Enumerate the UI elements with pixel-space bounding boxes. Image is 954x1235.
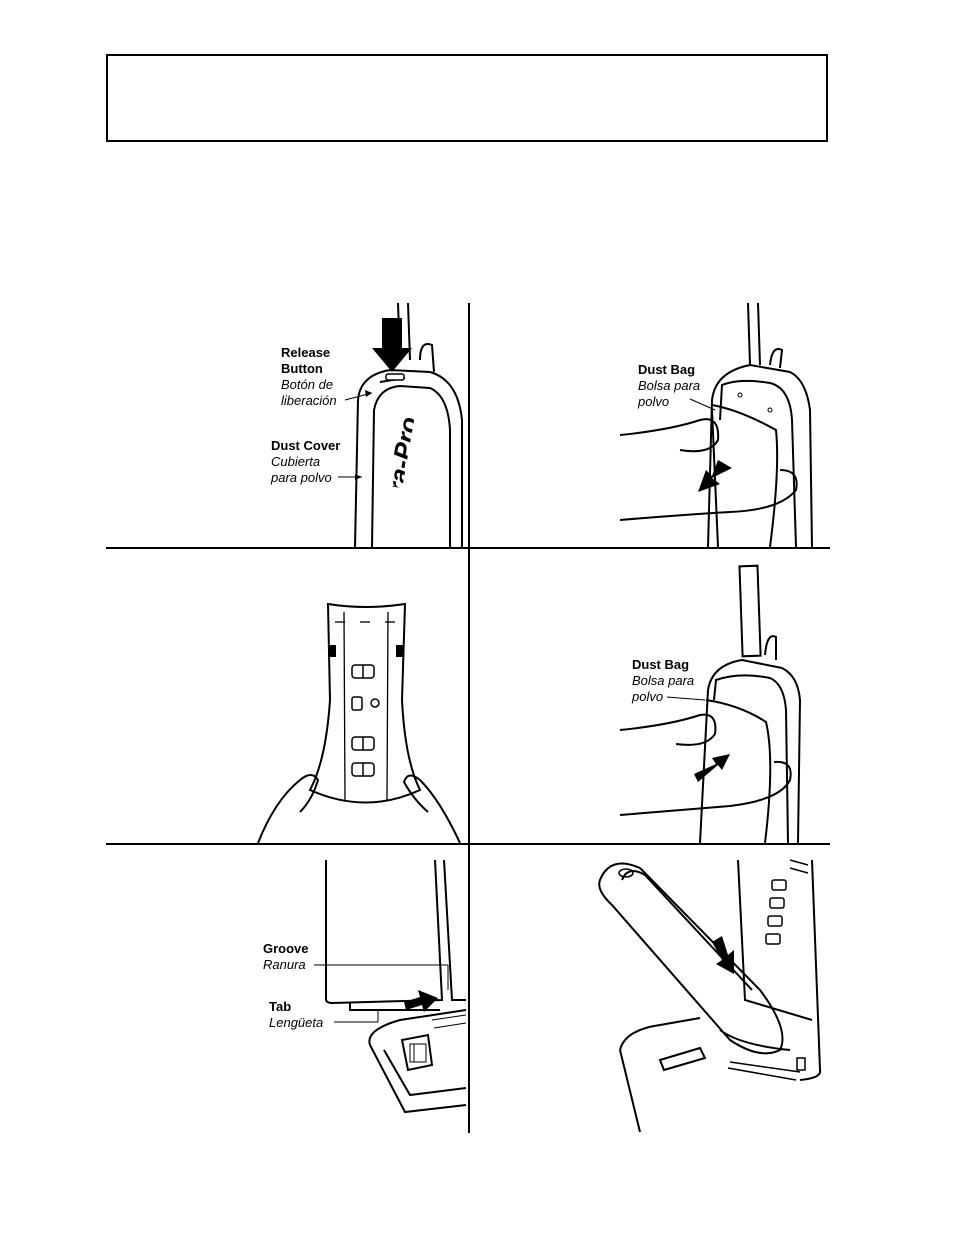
release-button-es: Botón de: [281, 377, 334, 392]
dust-bag-label-2: Dust Bag Bolsa para polvo: [632, 657, 694, 705]
horizontal-divider-1: [106, 547, 830, 549]
horizontal-divider-2: [106, 843, 830, 845]
groove-label: Groove Ranura: [263, 941, 309, 973]
tab-es: Lengüeta: [269, 1015, 324, 1030]
groove-en: Groove: [263, 941, 309, 956]
release-button-es-2: liberación: [281, 393, 337, 408]
title-box: [106, 54, 828, 142]
dust-cover-en: Dust Cover: [271, 438, 341, 453]
dust-bag-en-2: Dust Bag: [632, 657, 690, 672]
release-button-en-2: Button: [281, 361, 323, 376]
dust-cover-es-2: para polvo: [271, 470, 332, 485]
dust-bag-es-1: Bolsa para: [638, 378, 701, 393]
release-button-en: Release: [281, 345, 331, 360]
dust-bag-es-2b: polvo: [632, 689, 664, 704]
tab-label: Tab Lengüeta: [269, 999, 323, 1031]
dust-cover-label: Dust Cover Cubierta para polvo: [271, 438, 340, 486]
dust-bag-es-1b: polvo: [638, 394, 670, 409]
dust-cover-es: Cubierta: [271, 454, 321, 469]
dust-bag-en-1: Dust Bag: [638, 362, 696, 377]
dust-bag-label-1: Dust Bag Bolsa para polvo: [638, 362, 700, 410]
vertical-divider: [468, 303, 470, 1133]
release-button-label: Release Button Botón de liberación: [281, 345, 337, 409]
dust-bag-es-2: Bolsa para: [632, 673, 695, 688]
tab-en: Tab: [269, 999, 292, 1014]
groove-es: Ranura: [263, 957, 306, 972]
